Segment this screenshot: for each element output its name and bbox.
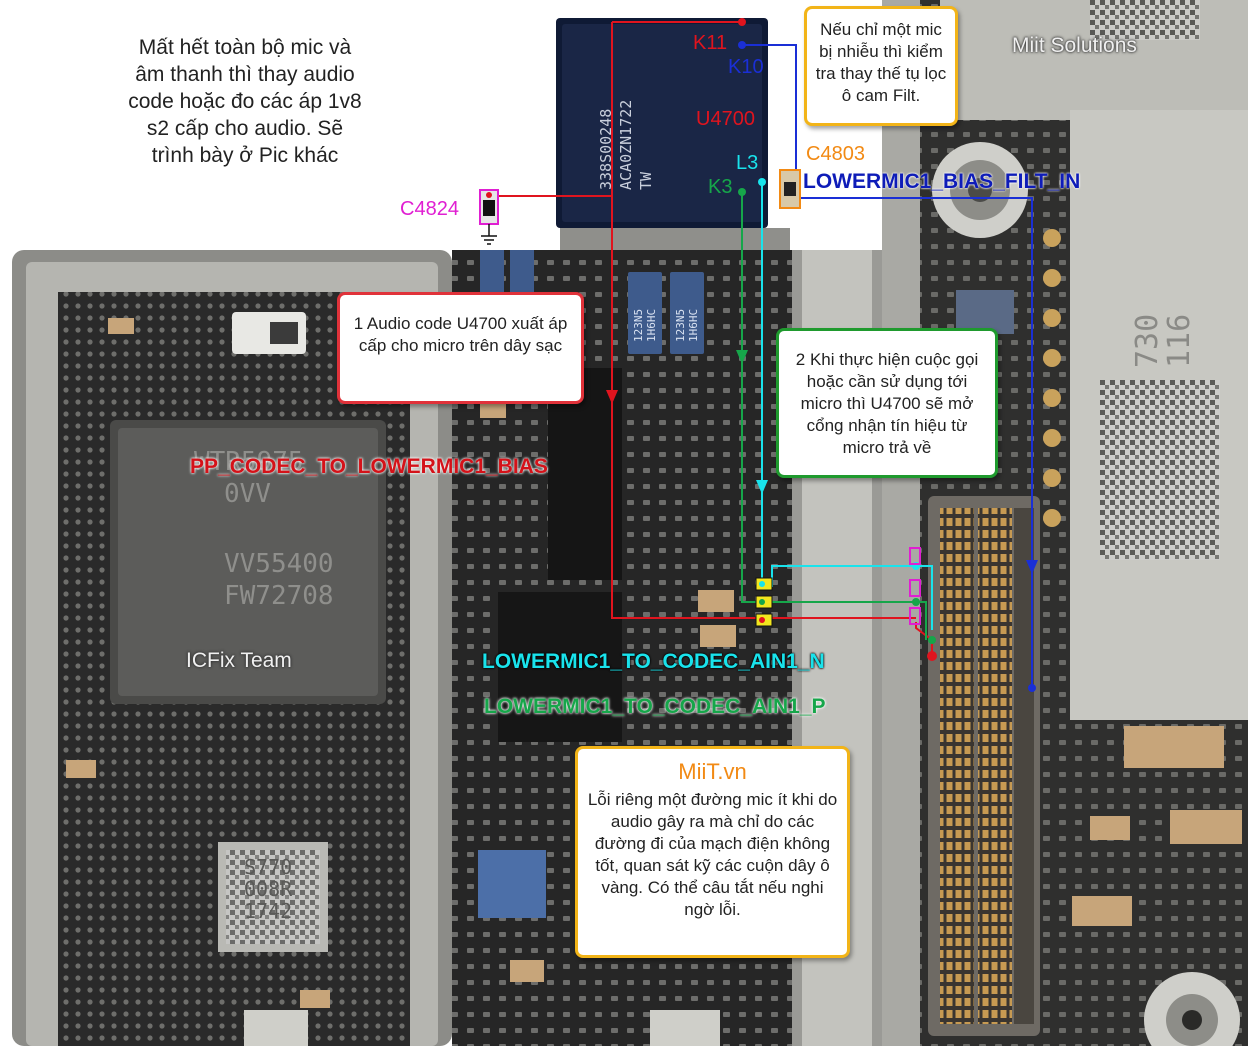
note-filter: Nếu chỉ một mic bị nhiễu thì kiểm tra th… [804, 6, 958, 126]
label-l3: L3 [736, 152, 759, 174]
small-marking-line: S770 [244, 855, 293, 879]
small-marking-line: 1742 [244, 899, 293, 923]
intro-text: Mất hết toàn bộ mic và âm thanh thì thay… [128, 36, 362, 167]
label-k10: K10 [728, 56, 764, 78]
rf-marking-line: WTR5975 [194, 447, 304, 477]
rf-chip-marking: WTR5975 0VV VV55400 FW72708 [150, 446, 350, 612]
note-step2: 2 Khi thực hiện cuộc gọi hoặc cần sử dụn… [776, 328, 998, 478]
note-miit: MiiT.vn Lỗi riêng một đường mic ít khi d… [575, 746, 850, 958]
note-miit-body: Lỗi riêng một đường mic ít khi do audio … [587, 790, 838, 919]
label-c4803: C4803 [806, 143, 865, 165]
connector-pin-dot [1028, 684, 1036, 692]
blue-arrow-head [1026, 560, 1038, 574]
note-step1-text: 1 Audio code U4700 xuất áp cấp cho micro… [353, 314, 568, 355]
rf-marking-line: 0VV [224, 479, 271, 509]
red-dot [927, 651, 937, 661]
green-dot [912, 598, 920, 606]
small-chip-marking: S770 008R 1742 [244, 856, 292, 922]
k3-pin-dot [738, 188, 746, 196]
l3-pin-dot [758, 178, 766, 186]
note-step1: 1 Audio code U4700 xuất áp cấp cho micro… [337, 292, 584, 404]
k10-pin-dot [738, 41, 746, 49]
note-step2-text: 2 Khi thực hiện cuộc gọi hoặc cần sử dụn… [795, 350, 979, 457]
blue-filt-trace [742, 44, 1033, 688]
small-marking-line: 008R [244, 877, 293, 901]
note-filter-text: Nếu chỉ một mic bị nhiễu thì kiểm tra th… [815, 20, 947, 105]
c4803-cap [779, 169, 801, 209]
net-ain1-p: LOWERMIC1_TO_CODEC_AIN1_P [484, 695, 826, 718]
red-arrow-head [606, 390, 618, 404]
k11-pin-dot [738, 18, 746, 26]
rf-marking-line: FW72708 [224, 581, 334, 611]
label-c4824: C4824 [400, 198, 459, 220]
green-dot [928, 636, 936, 644]
cyan-arrow-head [756, 480, 768, 494]
net-ain1-n: LOWERMIC1_TO_CODEC_AIN1_N [482, 650, 825, 673]
label-k3: K3 [708, 176, 733, 198]
c4824-cap [479, 189, 499, 245]
watermark-left: ICFix Team [186, 649, 292, 672]
net-bias-filt: LOWERMIC1_BIAS_FILT_IN [803, 170, 1081, 193]
note-miit-title: MiiT.vn [678, 759, 747, 784]
label-k11: K11 [693, 32, 728, 54]
net-codec-bias: PP_CODEC_TO_LOWERMIC1_BIAS [190, 455, 548, 478]
green-arrow-head [736, 350, 748, 364]
rf-marking-line: VV55400 [224, 549, 334, 579]
watermark-top: Miit Solutions [1012, 34, 1137, 57]
magenta-filter-boxes [909, 547, 921, 625]
label-u4700: U4700 [696, 108, 755, 130]
coil-pads [755, 577, 773, 627]
